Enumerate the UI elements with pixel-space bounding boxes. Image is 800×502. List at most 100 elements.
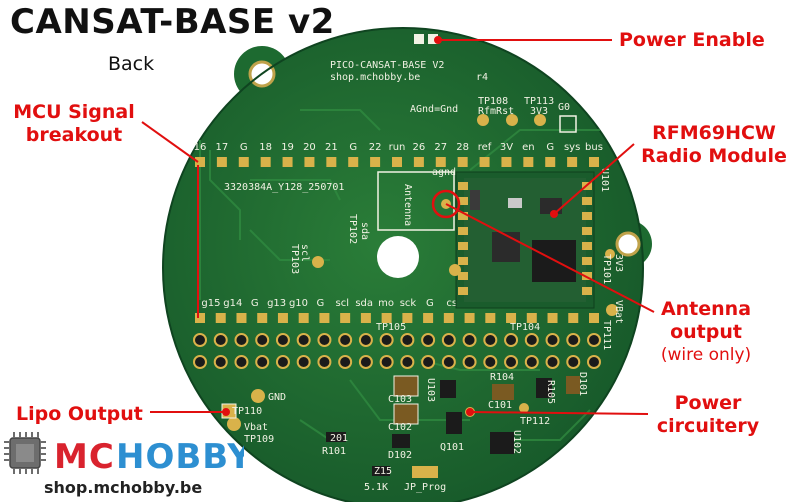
bottom-pin-pad bbox=[277, 313, 288, 323]
callout-radio-line1: RFM69HCW bbox=[652, 122, 776, 144]
callout-power-line2: circuitery bbox=[656, 415, 760, 437]
bottom-pin-label: cs bbox=[446, 298, 457, 309]
top-pin-label: 20 bbox=[303, 142, 316, 153]
top-pin-label: G bbox=[546, 142, 554, 153]
radio-pad bbox=[458, 182, 468, 190]
top-pin-label: 17 bbox=[216, 142, 229, 153]
top-pin-pad bbox=[479, 157, 490, 167]
top-pin-label: 16 bbox=[194, 142, 207, 153]
svg-text:R101: R101 bbox=[322, 446, 346, 457]
radio-pad bbox=[458, 227, 468, 235]
header-pin bbox=[441, 355, 456, 369]
gnd-test-point bbox=[251, 389, 265, 403]
bottom-pin-pad bbox=[464, 313, 475, 323]
header-pin bbox=[566, 333, 581, 347]
bottom-pin-pad bbox=[568, 313, 579, 323]
chip-icon bbox=[4, 432, 46, 474]
svg-text:R104: R104 bbox=[490, 372, 514, 383]
top-pin-pad bbox=[348, 157, 359, 167]
header-pin bbox=[275, 355, 290, 369]
header-pin bbox=[213, 355, 228, 369]
bottom-pin-pad bbox=[547, 313, 558, 323]
svg-text:3V3: 3V3 bbox=[530, 106, 548, 117]
header-pin bbox=[462, 333, 477, 347]
top-pin-pad bbox=[370, 157, 381, 167]
svg-text:R105: R105 bbox=[545, 380, 556, 404]
radio-pad bbox=[582, 197, 592, 205]
callout-leader-lines bbox=[141, 36, 655, 416]
top-pin-pad bbox=[326, 157, 337, 167]
header-pin bbox=[504, 333, 519, 347]
header-pin bbox=[483, 333, 498, 347]
svg-text:C101: C101 bbox=[488, 400, 512, 411]
svg-text:TP103: TP103 bbox=[289, 244, 300, 274]
header-pin bbox=[483, 355, 498, 369]
bottom-pin-pad bbox=[360, 313, 371, 323]
bottom-pin-pad bbox=[195, 313, 205, 323]
power-enable-pad-a bbox=[414, 34, 424, 44]
header-pin bbox=[545, 355, 560, 369]
top-pin-pad bbox=[392, 157, 402, 167]
header-pin bbox=[566, 355, 581, 369]
top-pin-label: 19 bbox=[281, 142, 294, 153]
top-pin-pad bbox=[545, 157, 556, 167]
svg-text:C102: C102 bbox=[388, 422, 412, 433]
radio-pad bbox=[582, 287, 592, 295]
svg-text:Antenna: Antenna bbox=[402, 184, 413, 226]
header-pin bbox=[379, 355, 394, 369]
radio-pad bbox=[582, 242, 592, 250]
svg-text:AGnd=Gnd: AGnd=Gnd bbox=[410, 104, 458, 115]
svg-text:TP112: TP112 bbox=[520, 416, 550, 427]
top-pin-label: 27 bbox=[434, 142, 447, 153]
bottom-pin-pad bbox=[423, 313, 434, 323]
radio-pad bbox=[458, 287, 468, 295]
top-pin-label: 3V bbox=[500, 142, 513, 153]
header-pin bbox=[545, 333, 560, 347]
logo-site-url: shop.mchobby.be bbox=[44, 478, 203, 497]
svg-text:U103: U103 bbox=[425, 378, 436, 402]
svg-text:TP105: TP105 bbox=[376, 322, 406, 333]
svg-text:201: 201 bbox=[330, 433, 348, 444]
top-pin-label: en bbox=[522, 142, 535, 153]
callout-lipo-output: Lipo Output bbox=[16, 403, 143, 425]
radio-pad bbox=[582, 257, 592, 265]
svg-text:shop.mchobby.be: shop.mchobby.be bbox=[330, 72, 420, 83]
radio-pad bbox=[458, 242, 468, 250]
svg-text:TP109: TP109 bbox=[244, 434, 274, 445]
top-pin-label: ref bbox=[478, 142, 492, 153]
header-pin bbox=[193, 355, 207, 369]
bottom-header-pads bbox=[193, 313, 601, 369]
header-pin bbox=[255, 333, 270, 347]
top-pin-pad bbox=[260, 157, 271, 167]
radio-pad bbox=[458, 272, 468, 280]
svg-text:GND: GND bbox=[268, 392, 286, 403]
header-pin bbox=[358, 355, 373, 369]
radio-pad bbox=[458, 257, 468, 265]
svg-text:JP_Prog: JP_Prog bbox=[404, 482, 446, 493]
bottom-pin-label: G bbox=[251, 298, 259, 309]
bottom-pin-pad bbox=[402, 313, 413, 323]
header-pin bbox=[379, 333, 394, 347]
bottom-pin-pad bbox=[298, 313, 309, 323]
top-pin-label: G bbox=[349, 142, 357, 153]
bottom-pin-label: sck bbox=[400, 298, 417, 309]
bottom-pin-label: G bbox=[426, 298, 434, 309]
svg-text:5.1K: 5.1K bbox=[364, 482, 388, 493]
header-pin bbox=[462, 355, 477, 369]
antenna-box bbox=[377, 171, 455, 231]
radio-pad bbox=[458, 197, 468, 205]
radio-pad bbox=[582, 212, 592, 220]
callout-power-line1: Power bbox=[674, 392, 742, 414]
radio-pad bbox=[582, 227, 592, 235]
header-pin bbox=[275, 333, 290, 347]
bottom-pin-pad bbox=[506, 313, 517, 323]
svg-text:G0: G0 bbox=[558, 102, 570, 113]
svg-text:sda: sda bbox=[359, 222, 370, 240]
logo-hobby-text: HOBBY bbox=[116, 437, 244, 477]
header-pin bbox=[193, 333, 207, 347]
top-pin-label: G bbox=[240, 142, 248, 153]
header-pin bbox=[317, 355, 332, 369]
top-pin-pad bbox=[457, 157, 468, 167]
header-pin bbox=[504, 355, 519, 369]
